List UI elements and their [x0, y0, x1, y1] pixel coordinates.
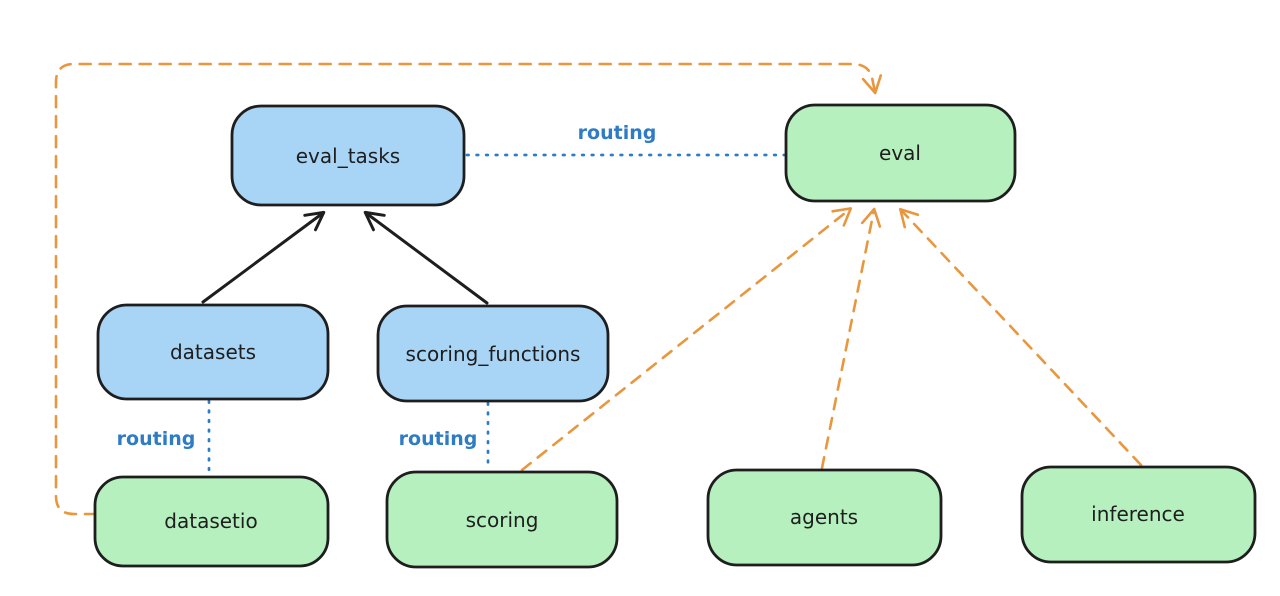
- node-inference-label: inference: [1091, 502, 1185, 526]
- edge-scoring-functions-to-eval-tasks: [363, 210, 489, 305]
- node-eval-box: [784, 103, 1017, 203]
- node-inference: inference: [1020, 465, 1257, 564]
- node-scoring-functions-label: scoring_functions: [406, 342, 581, 366]
- edge-scoring-to-eval: [520, 207, 853, 472]
- node-scoring-functions-box: [376, 304, 610, 403]
- node-scoring-box: [385, 470, 619, 569]
- node-datasetio-label: datasetio: [164, 509, 257, 533]
- node-scoring-functions: scoring_functions: [376, 304, 610, 403]
- edge-datasetio-to-eval: [54, 62, 883, 516]
- routing-label-scoring-functions-scoring: routing: [399, 428, 478, 450]
- edge-datasets-to-eval-tasks: [201, 210, 326, 304]
- node-datasetio-box: [93, 475, 330, 568]
- node-eval-tasks-label: eval_tasks: [296, 144, 400, 168]
- node-inference-box: [1020, 465, 1257, 564]
- node-agents-box: [706, 468, 943, 567]
- edge-agents-to-eval: [820, 207, 882, 470]
- node-datasets: datasets: [96, 303, 330, 401]
- node-agents: agents: [706, 468, 943, 567]
- node-datasetio: datasetio: [93, 475, 330, 568]
- node-eval-tasks-box: [230, 104, 466, 207]
- edge-inference-to-eval: [899, 207, 1143, 467]
- node-eval-tasks: eval_tasks: [230, 104, 466, 207]
- routing-label-eval-tasks-eval: routing: [578, 122, 657, 144]
- routing-label-datasets-datasetio: routing: [117, 428, 196, 450]
- node-scoring-label: scoring: [466, 508, 539, 532]
- node-datasets-box: [96, 303, 330, 401]
- node-agents-label: agents: [790, 505, 858, 529]
- node-scoring: scoring: [385, 470, 619, 569]
- node-eval: eval: [784, 103, 1017, 203]
- node-eval-label: eval: [879, 141, 921, 165]
- node-datasets-label: datasets: [170, 340, 256, 364]
